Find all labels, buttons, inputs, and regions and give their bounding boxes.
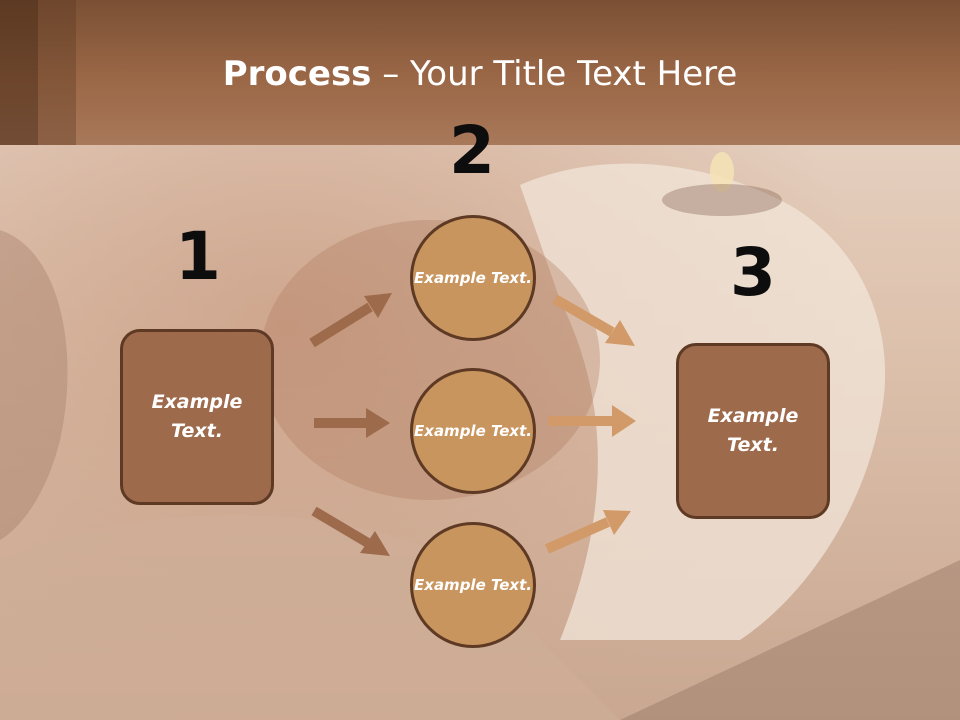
slide-title[interactable]: Process – Your Title Text Here — [0, 52, 960, 96]
arrow-middle-to-right[interactable] — [548, 405, 636, 437]
process-circle-top[interactable]: Example Text. — [410, 215, 536, 341]
input-box[interactable]: Example Text. — [120, 329, 274, 505]
header-accent-band — [38, 0, 76, 145]
circle-text: Example Text. — [414, 268, 532, 287]
output-box-text: Example Text. — [707, 405, 799, 456]
title-rest-part: – Your Title Text Here — [371, 54, 738, 94]
input-box-text: Example Text. — [151, 391, 243, 442]
arrow-left-to-top[interactable] — [309, 293, 392, 348]
output-box[interactable]: Example Text. — [676, 343, 830, 519]
circle-text: Example Text. — [414, 575, 532, 594]
header-bar: Process – Your Title Text Here — [0, 0, 960, 145]
step-number-1[interactable]: 1 — [175, 218, 221, 295]
process-circle-middle[interactable]: Example Text. — [410, 368, 536, 494]
arrow-bottom-to-right[interactable] — [544, 510, 631, 554]
arrow-top-to-right[interactable] — [552, 294, 635, 346]
arrow-left-to-bottom[interactable] — [311, 506, 390, 556]
step-number-3[interactable]: 3 — [730, 234, 776, 311]
step-number-2[interactable]: 2 — [449, 112, 495, 189]
arrow-left-to-middle[interactable] — [314, 408, 390, 438]
title-bold-part: Process — [222, 54, 372, 94]
process-circle-bottom[interactable]: Example Text. — [410, 522, 536, 648]
circle-text: Example Text. — [414, 421, 532, 440]
header-accent-band — [0, 0, 38, 145]
